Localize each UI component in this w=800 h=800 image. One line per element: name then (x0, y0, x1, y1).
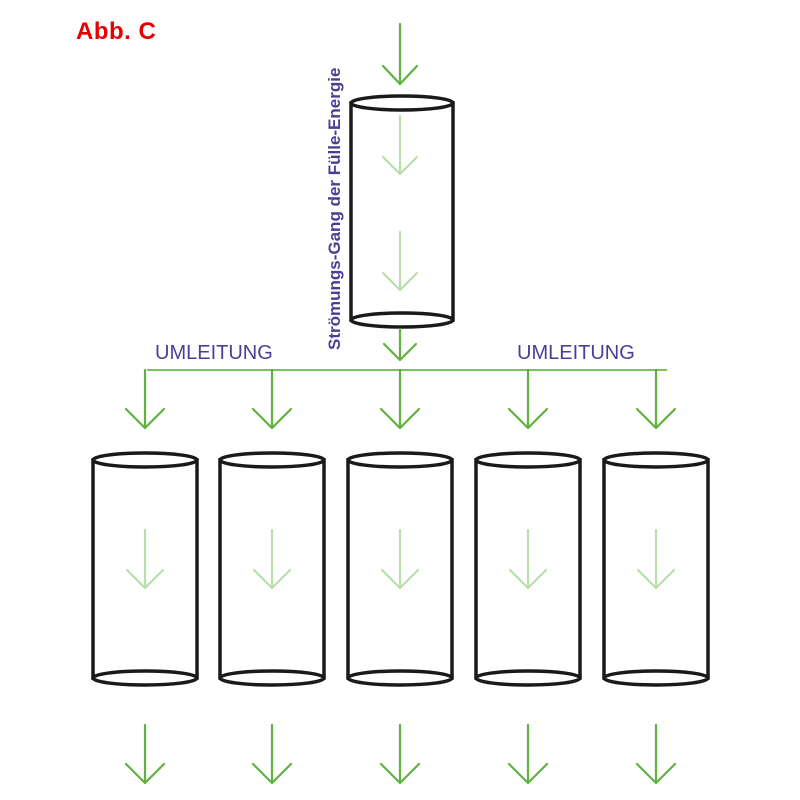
reroute-label-right: UMLEITUNG (517, 342, 635, 364)
internal-flow-arrow-icon (381, 114, 419, 176)
tube-rim-upper (346, 451, 454, 469)
internal-flow-arrow-icon (636, 528, 676, 590)
tube-rim-lower (91, 669, 199, 687)
bottom-tube-4 (474, 451, 582, 687)
top-tube-rim-lower (349, 311, 455, 329)
exit-arrow-icon (635, 723, 677, 785)
branch-arrow-icon (635, 368, 677, 430)
vertical-flow-label: Strömungs-Gang der Fülle-Energie (325, 68, 344, 350)
bottom-tube-2 (218, 451, 326, 687)
exit-arrow-icon (507, 723, 549, 785)
tube-rim-lower (602, 669, 710, 687)
outflow-arrow-icon (382, 327, 418, 362)
exit-arrow-icon (251, 723, 293, 785)
exit-arrow-icon (379, 723, 421, 785)
branch-arrow-icon (379, 368, 421, 430)
branch-arrow-icon (251, 368, 293, 430)
internal-flow-arrow-icon (380, 528, 420, 590)
tube-rim-lower (346, 669, 454, 687)
tube-rim-upper (218, 451, 326, 469)
inflow-arrow-icon (381, 22, 419, 86)
tube-rim-upper (474, 451, 582, 469)
tube-rim-upper (91, 451, 199, 469)
internal-flow-arrow-icon (125, 528, 165, 590)
exit-arrow-icon (124, 723, 166, 785)
bottom-tube-row (91, 368, 710, 785)
bottom-tube-5 (602, 451, 710, 687)
internal-flow-arrow-icon (381, 230, 419, 292)
branch-arrow-icon (124, 368, 166, 430)
figure-label: Abb. C (76, 18, 157, 45)
top-tube-rim-upper (349, 94, 455, 112)
tube-rim-lower (218, 669, 326, 687)
internal-flow-arrow-icon (252, 528, 292, 590)
tube-rim-upper (602, 451, 710, 469)
bottom-tube-3 (346, 451, 454, 687)
reroute-label-left: UMLEITUNG (155, 342, 273, 364)
bottom-tube-1 (91, 451, 199, 687)
internal-flow-arrow-icon (508, 528, 548, 590)
tube-rim-lower (474, 669, 582, 687)
branch-arrow-icon (507, 368, 549, 430)
top-tube (349, 94, 455, 329)
